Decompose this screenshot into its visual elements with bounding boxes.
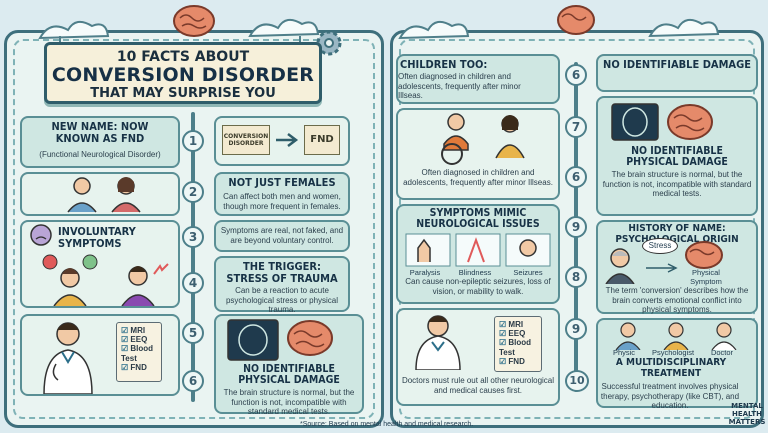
mental-health-matters-logo: MENTAL HEALTH MATTERS: [728, 402, 766, 426]
fact-6-title: NO IDENTIFIABLE PHYSICAL DAMAGE: [238, 363, 340, 387]
r-fact-e-number: 8: [565, 266, 587, 288]
arrow-right-icon: [276, 133, 299, 147]
man-and-woman-icon: [67, 177, 141, 213]
fact-3-title: INVOLUNTARY SYMPTOMS: [58, 225, 136, 250]
r-fact-history-body: The term 'conversion' describes how the …: [605, 286, 749, 315]
r-fact-damage-title: NO IDENTIFIABLE DAMAGE: [603, 58, 751, 71]
fact-2-number: 2: [182, 181, 204, 203]
care-team-icon: [615, 322, 737, 350]
stress-bubble: [642, 238, 678, 254]
fact-6-number: 6: [182, 370, 204, 392]
children-icon: [441, 113, 525, 165]
checklist-item-blood-test: Blood Test: [499, 338, 537, 356]
checklist-item-fnd: FND: [499, 357, 537, 366]
fact-1-body: (Functional Neurological Disorder): [39, 150, 161, 159]
doctor-icon: [43, 322, 93, 394]
fact-4-title: THE TRIGGER: STRESS OF TRAUMA: [226, 260, 338, 285]
brain-icon: [557, 5, 595, 35]
gear-icon: [316, 30, 342, 56]
r-fact-children-card: [396, 54, 560, 104]
r-fact-children-title: CHILDREN TOO:: [400, 58, 488, 71]
label-doctor: Doctor: [710, 348, 734, 357]
fact-6-body: The brain structure is normal, but the f…: [223, 388, 355, 417]
checklist-item-eeq: EEQ: [499, 329, 537, 338]
r-fact-g-number: 10: [565, 370, 589, 392]
fnd-box: FND: [304, 125, 340, 155]
r-fact-treatment-title: A MULTIDISCIPLINARY TREATMENT: [615, 357, 727, 379]
r-fact-physical-body: The brain structure is normal, but the f…: [602, 170, 752, 199]
fact-3-number: 3: [182, 226, 204, 248]
r-fact-b-number: 6: [565, 166, 587, 188]
label-physic: Physic: [612, 348, 636, 357]
checklist-item-eeq: EEQ: [121, 335, 157, 344]
r-fact-c-number: 7: [565, 116, 587, 138]
r-fact-mimic-body: Can cause non-epileptic seizures, loss o…: [405, 277, 551, 296]
r-fact-doctors-checklist: MRI EEQ Blood Test FND: [494, 316, 542, 372]
conversion-disorder-box: CONVERSION DISORDER: [222, 125, 270, 155]
fact-4-body: Can be a reaction to acute psychological…: [225, 286, 339, 315]
r-fact-physical-title: NO IDENTIFIABLE PHYSICAL DAMAGE: [626, 145, 728, 169]
r-fact-damage-card: [596, 54, 758, 92]
r-fact-children-image-card: [396, 108, 560, 200]
label-blindness: Blindness: [458, 268, 492, 277]
fact-2-body: Can affect both men and women, though mo…: [223, 192, 341, 211]
logo-line-3: MATTERS: [728, 418, 766, 426]
fact-2-card: [214, 172, 350, 216]
fact-2-title: NOT JUST FEMALES: [228, 176, 336, 189]
fact-3-body: Symptoms are real, not faked, and are be…: [220, 226, 344, 245]
fact-5-number: 5: [182, 322, 204, 344]
r-fact-treatment-body: Successful treatment involves physical t…: [600, 382, 740, 411]
fact-1-number: 1: [182, 130, 204, 152]
r-fact-history-title: HISTORY OF NAME: PSYCHOLOGICAL ORIGIN: [615, 223, 739, 245]
brain-scan-icon: [227, 319, 279, 361]
label-psychologist: Psychologist: [651, 348, 695, 357]
psychologist-figure-icon: [605, 248, 635, 284]
fact-2-image-card: [20, 172, 180, 216]
r-fact-mimic-title: SYMPTOMS MIMIC NEUROLOGICAL ISSUES: [416, 207, 540, 231]
checklist-item-mri: MRI: [499, 320, 537, 329]
r-fact-d-number: 9: [565, 216, 587, 238]
checklist-item-blood-test: Blood Test: [121, 344, 157, 362]
r-fact-f-number: 9: [565, 318, 587, 340]
brain-icon: [685, 241, 723, 269]
arrow-right-icon: [646, 263, 678, 273]
banner-line2: CONVERSION DISORDER: [51, 64, 315, 86]
fact-4-number: 4: [182, 272, 204, 294]
stressed-face-icon: [30, 224, 52, 246]
doctor-icon: [415, 315, 461, 370]
fact-1-card: [20, 116, 180, 168]
right-clouds-decoration: [398, 18, 720, 40]
checklist-item-mri: MRI: [121, 326, 157, 335]
checklist-item-fnd: FND: [121, 363, 157, 372]
brain-icon: [173, 5, 215, 37]
r-fact-a-number: 6: [565, 64, 587, 86]
r-fact-children-image-body: Often diagnosed in children and adolesce…: [403, 168, 553, 187]
fact-1-title: NEW NAME: NOW KNOWN AS FND: [51, 120, 149, 145]
left-panel-inner-border: [13, 39, 375, 419]
banner-line1: 10 FACTS ABOUT: [116, 49, 250, 65]
r-fact-children-body: Often diagnosed in children and adolesce…: [398, 72, 521, 101]
banner-line3: THAT MAY SURPRISE YOU: [90, 86, 276, 101]
fact-4-card: [214, 256, 350, 312]
r-fact-doctors-body: Doctors must rule out all other neurolog…: [401, 376, 555, 395]
logo-line-1: MENTAL: [731, 402, 763, 410]
brain-icon: [287, 320, 333, 356]
fact-3-text-card: [214, 220, 350, 252]
physical-symptom-label: Physical Symptom: [690, 268, 722, 286]
symptom-people-icon: [42, 254, 169, 306]
symptom-illustrations-icon: [405, 233, 551, 267]
brain-icon: [667, 104, 713, 140]
label-seizures: Seizures: [513, 268, 543, 277]
label-paralysis: Paralysis: [409, 268, 441, 277]
brain-scan-icon: [611, 103, 659, 141]
stress-bubble-text: Stress: [648, 241, 672, 250]
title-banner: 10 FACTS ABOUT CONVERSION DISORDER THAT …: [44, 42, 322, 104]
source-note: *Source: Based on mental health and medi…: [300, 421, 474, 428]
left-timeline-spine: [191, 112, 195, 402]
logo-line-2: HEALTH: [732, 410, 762, 418]
fact-5-checklist: MRI EEQ Blood Test FND: [116, 322, 162, 382]
